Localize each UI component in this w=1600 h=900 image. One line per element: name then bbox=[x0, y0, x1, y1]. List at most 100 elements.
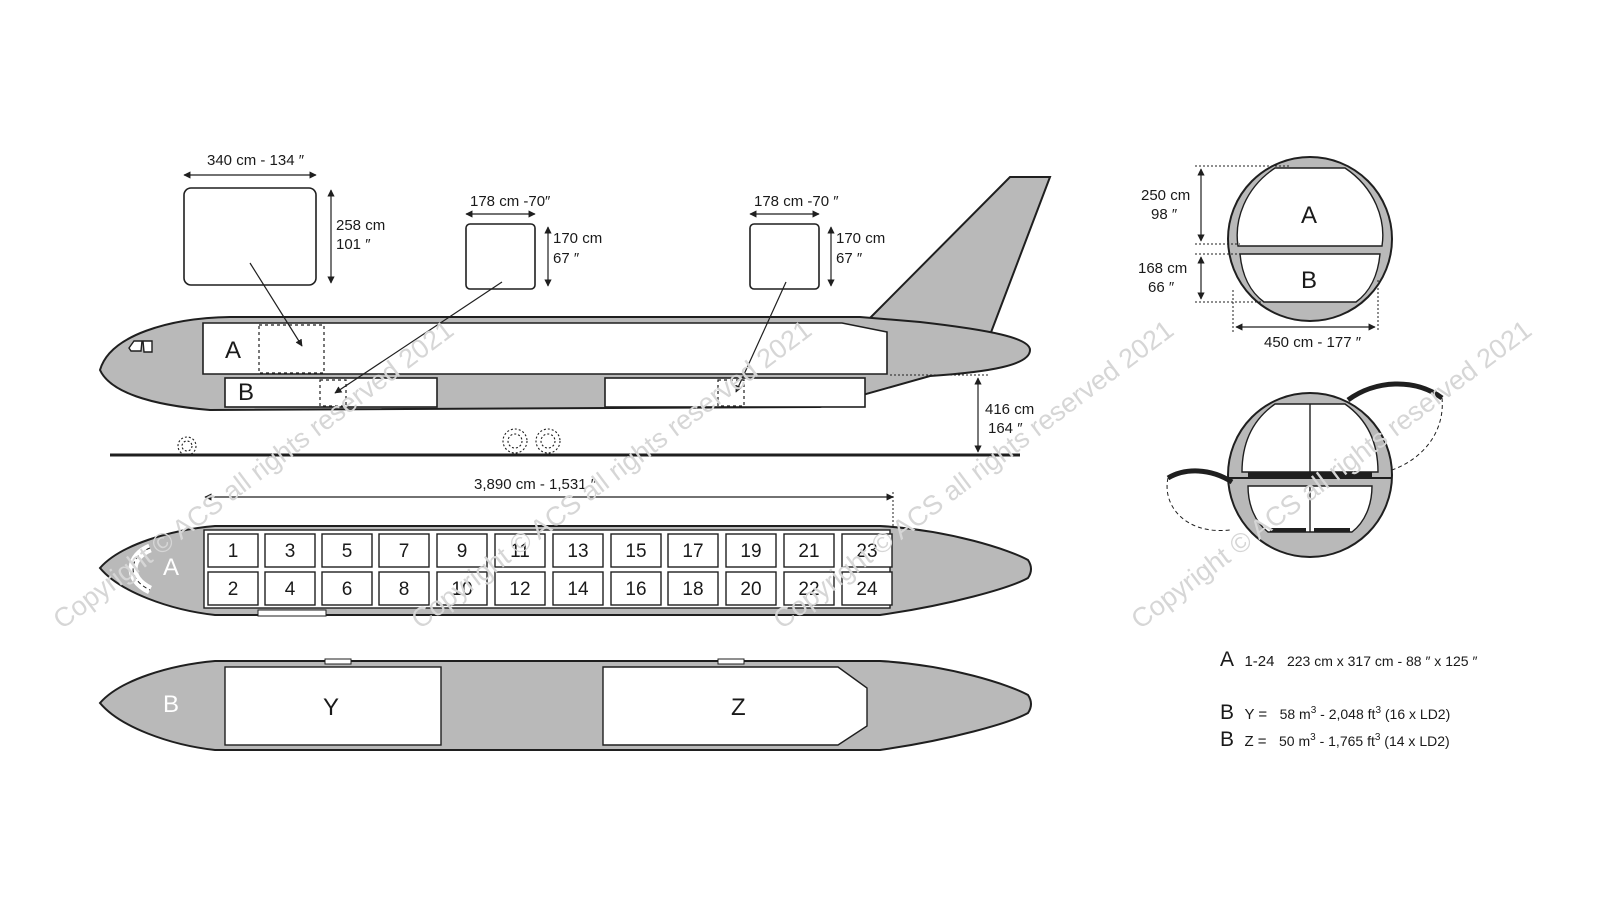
pallet-position bbox=[610, 533, 662, 568]
main-door-opening bbox=[258, 324, 325, 374]
pallet-position-label: 10 bbox=[451, 579, 472, 600]
pallet-position bbox=[436, 571, 488, 606]
aft-door-opening bbox=[717, 379, 745, 407]
side-main-deck bbox=[202, 322, 888, 375]
fwd-door-width: 178 cm -70″ bbox=[470, 193, 551, 210]
pallet-position bbox=[725, 533, 777, 568]
lower-door-swing bbox=[1166, 468, 1234, 485]
pallet-position-label: 23 bbox=[856, 541, 877, 562]
side-deck-b-label: B bbox=[238, 379, 254, 406]
pallet-position bbox=[610, 571, 662, 606]
lower-height-cm: 168 cm bbox=[1138, 260, 1187, 277]
spec-b-z: B Z = 50 m3 - 1,765 ft3 (14 x LD2) bbox=[1220, 728, 1450, 751]
fwd-door-opening bbox=[319, 379, 347, 407]
side-view: A B 416 cm 164 ″ bbox=[98, 176, 1052, 457]
pallet-position-label: 20 bbox=[740, 579, 761, 600]
pallet-position-label: 18 bbox=[682, 579, 703, 600]
pallet-position-label: 1 bbox=[228, 541, 239, 562]
sill-height-in: 164 ″ bbox=[988, 420, 1023, 437]
fwd-lower-door bbox=[465, 223, 536, 290]
lower-deck-label: B bbox=[163, 691, 179, 718]
specifications: A 1-24 223 cm x 317 cm - 88 ″ x 125 ″ B … bbox=[1220, 648, 1477, 751]
pallet-position-label: 8 bbox=[399, 579, 410, 600]
pallet-position-label: 17 bbox=[682, 541, 703, 562]
side-lower-hold-aft bbox=[604, 377, 866, 408]
main-cargo-door bbox=[183, 187, 317, 286]
pallet-position-label: 7 bbox=[399, 541, 410, 562]
cross-deck-a: A bbox=[1301, 202, 1317, 229]
door-dimensions: 340 cm - 134 ″ 258 cm 101 ″ 178 cm -70″ … bbox=[183, 152, 885, 394]
pallet-position-label: 22 bbox=[798, 579, 819, 600]
main-deck-label: A bbox=[163, 554, 179, 581]
pallet-position-label: 14 bbox=[567, 579, 589, 600]
pallet-position bbox=[783, 533, 835, 568]
pallet-position bbox=[378, 571, 430, 606]
spec-a: A 1-24 223 cm x 317 cm - 88 ″ x 125 ″ bbox=[1220, 648, 1477, 671]
pallet-position bbox=[436, 533, 488, 568]
pallet-position bbox=[321, 533, 373, 568]
sill-height-cm: 416 cm bbox=[985, 401, 1034, 418]
hold-y-label: Y bbox=[323, 694, 339, 721]
hold-y bbox=[224, 666, 442, 746]
side-deck-a-label: A bbox=[225, 337, 241, 364]
aft-door-height-in: 67 ″ bbox=[836, 250, 863, 267]
pallet-position-label: 24 bbox=[856, 579, 878, 600]
pallet-position-label: 16 bbox=[625, 579, 646, 600]
pallet-position bbox=[321, 571, 373, 606]
pallet-position bbox=[841, 571, 893, 606]
pallet-position-label: 12 bbox=[509, 579, 530, 600]
pallet-position bbox=[552, 533, 604, 568]
cockpit-windows-icon bbox=[128, 340, 153, 353]
cross-deck-b: B bbox=[1301, 267, 1317, 294]
pallet-position bbox=[378, 533, 430, 568]
tail-fin bbox=[867, 176, 1052, 337]
hold-z bbox=[602, 666, 868, 746]
upper-height-in: 98 ″ bbox=[1151, 206, 1178, 223]
watermark: Copyright © ACS all rights reserved 2021 bbox=[1126, 314, 1537, 634]
main-door-height-in: 101 ″ bbox=[336, 236, 371, 253]
main-door-width: 340 cm - 134 ″ bbox=[207, 152, 305, 169]
pallet-position bbox=[841, 533, 893, 568]
pallet-position bbox=[667, 533, 719, 568]
pallet-position-label: 11 bbox=[510, 541, 530, 562]
cross-section-doors bbox=[1166, 381, 1444, 558]
aft-lower-door bbox=[749, 223, 820, 290]
pallet-position bbox=[667, 571, 719, 606]
lower-deck-plan: B Y Z bbox=[98, 658, 1032, 751]
pallet-position bbox=[494, 571, 546, 606]
fuselage-length: 3,890 cm - 1,531 ″ bbox=[474, 476, 597, 493]
pallet-position-label: 19 bbox=[740, 541, 761, 562]
pallet-position bbox=[783, 571, 835, 606]
pallet-position bbox=[494, 533, 546, 568]
lower-height-in: 66 ″ bbox=[1148, 279, 1175, 296]
fwd-door-height-cm: 170 cm bbox=[553, 230, 602, 247]
pallet-position-label: 4 bbox=[285, 579, 296, 600]
pallet-position-label: 6 bbox=[342, 579, 353, 600]
pallet-position bbox=[264, 533, 316, 568]
cross-width: 450 cm - 177 ″ bbox=[1264, 334, 1362, 351]
landing-gear bbox=[177, 428, 561, 456]
side-lower-hold-fwd bbox=[224, 377, 438, 408]
pallet-position-label: 5 bbox=[342, 541, 353, 562]
pallet-position-label: 13 bbox=[567, 541, 588, 562]
cross-section-main: A B 250 cm 98 ″ 168 cm 66 ″ 450 cm - 177… bbox=[1138, 156, 1393, 351]
pallet-position bbox=[725, 571, 777, 606]
aft-door-height-cm: 170 cm bbox=[836, 230, 885, 247]
spec-b-y: B Y = 58 m3 - 2,048 ft3 (16 x LD2) bbox=[1220, 701, 1450, 724]
pallet-position-label: 9 bbox=[457, 541, 468, 562]
main-door-height-cm: 258 cm bbox=[336, 217, 385, 234]
main-deck-plan: 3,890 cm - 1,531 ″ A 1234567891011121314… bbox=[98, 476, 1032, 617]
pallet-position bbox=[264, 571, 316, 606]
pallet-position-label: 2 bbox=[228, 579, 239, 600]
main-door-swing bbox=[1346, 381, 1444, 403]
fwd-door-height-in: 67 ″ bbox=[553, 250, 580, 267]
hold-z-label: Z bbox=[731, 694, 746, 721]
pallet-position-label: 21 bbox=[798, 541, 819, 562]
aft-door-width: 178 cm -70 ″ bbox=[754, 193, 839, 210]
pallet-position bbox=[207, 571, 259, 606]
pallet-position-label: 15 bbox=[625, 541, 646, 562]
pallet-position bbox=[552, 571, 604, 606]
pallet-position-label: 3 bbox=[285, 541, 296, 562]
